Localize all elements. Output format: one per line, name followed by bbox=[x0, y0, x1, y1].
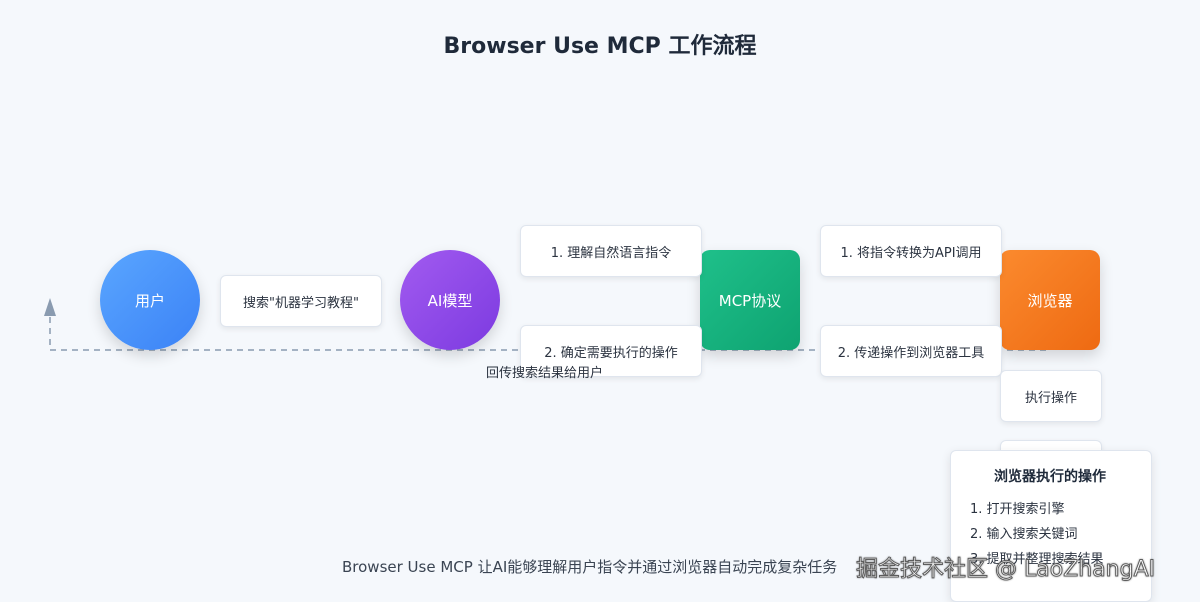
node-ai-model: AI模型 bbox=[400, 250, 500, 350]
node-ai-model-label: AI模型 bbox=[427, 291, 473, 310]
browser-action-step: 2. 输入搜索关键词 bbox=[970, 527, 1078, 542]
return-label: 回传搜索结果给用户 bbox=[486, 366, 604, 381]
browser-actions-title: 浏览器执行的操作 bbox=[994, 469, 1106, 485]
watermark: 掘金技术社区 @ LaoZhangAI bbox=[855, 557, 1156, 583]
edge-card-search-query: 搜索"机器学习教程" bbox=[220, 275, 382, 327]
browser-actions-panel bbox=[950, 450, 1152, 602]
return-arrowhead bbox=[44, 298, 56, 316]
node-browser-label: 浏览器 bbox=[1027, 291, 1073, 310]
edge-card-ai-step-2: 2. 确定需要执行的操作 bbox=[520, 325, 702, 377]
edge-card-execute: 执行操作 bbox=[1000, 370, 1102, 422]
edge-card-mcp-step-2: 2. 传递操作到浏览器工具 bbox=[820, 325, 1002, 377]
node-user: 用户 bbox=[100, 250, 200, 350]
page-title: Browser Use MCP 工作流程 bbox=[443, 34, 757, 59]
edge-card-mcp-step-1: 1. 将指令转换为API调用 bbox=[820, 225, 1002, 277]
browser-action-step: 1. 打开搜索引擎 bbox=[970, 502, 1065, 517]
node-browser: 浏览器 bbox=[1000, 250, 1100, 350]
node-mcp-protocol: MCP协议 bbox=[700, 250, 800, 350]
node-mcp-protocol-label: MCP协议 bbox=[718, 291, 782, 310]
edge-card-ai-step-1: 1. 理解自然语言指令 bbox=[520, 225, 702, 277]
node-user-label: 用户 bbox=[134, 291, 165, 310]
footer-caption: Browser Use MCP 让AI能够理解用户指令并通过浏览器自动完成复杂任… bbox=[342, 558, 838, 576]
browser-action-step: 3. 提取并整理搜索结果 bbox=[970, 552, 1104, 567]
